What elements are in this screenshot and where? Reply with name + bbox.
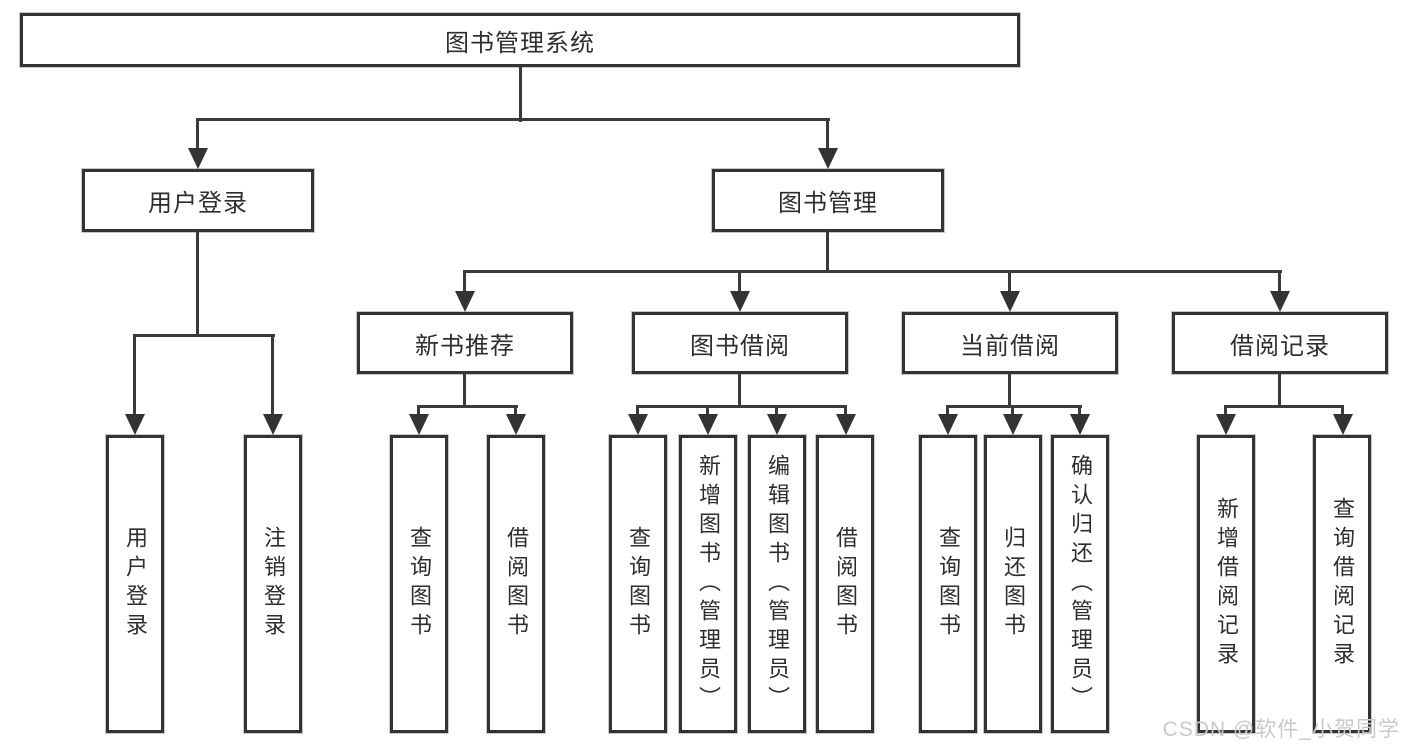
leaf-current-confirm-return-admin: 确认归还（管理员） [1051,435,1109,733]
arrow-down-icon [836,414,856,435]
connector [1008,373,1011,408]
arrow-down-icon [506,414,526,435]
connector [844,405,847,417]
connector [417,405,420,417]
connector [514,405,517,417]
connector [636,405,847,408]
connector [1278,270,1281,294]
node-new-book-recommend-label: 新书推荐 [415,332,515,360]
leaf-current-return-books-label: 归还图书 [1001,526,1026,642]
node-book-management: 图书管理 [712,169,944,232]
connector [1078,405,1081,417]
connector [826,231,829,273]
node-book-borrow-label: 图书借阅 [690,332,790,360]
node-root-label: 图书管理系统 [445,29,595,57]
connector [775,405,778,417]
node-new-book-recommend: 新书推荐 [357,312,573,374]
leaf-newbook-query-books: 查询图书 [390,435,448,733]
leaf-borrow-query-books: 查询图书 [609,435,667,733]
connector [1278,373,1281,408]
leaf-current-query-books: 查询图书 [919,435,977,733]
connector [463,270,1282,273]
connector [196,118,830,121]
leaf-borrow-edit-books-admin-label: 编辑图书（管理员） [765,453,790,715]
leaf-current-query-books-label: 查询图书 [936,526,961,642]
leaf-user-login: 用户登录 [106,435,164,733]
arrow-down-icon [455,291,475,312]
connector [1008,270,1011,294]
arrow-down-icon [188,148,208,169]
leaf-borrow-add-books-admin-label: 新增图书（管理员） [696,453,721,715]
connector [738,373,741,408]
leaf-logout: 注销登录 [244,435,302,733]
connector [519,67,522,122]
arrow-down-icon [698,414,718,435]
node-book-management-label: 图书管理 [778,190,878,217]
connector [738,270,741,294]
arrow-down-icon [263,414,283,435]
csdn-watermark: CSDN @软件_小贺同学 [1162,718,1400,741]
connector [463,270,466,294]
node-root: 图书管理系统 [20,13,1020,67]
connector [946,405,1082,408]
connector [271,334,274,416]
leaf-records-query-record-label: 查询借阅记录 [1330,497,1355,671]
arrow-down-icon [1216,414,1236,435]
arrow-down-icon [730,291,750,312]
connector [463,373,466,408]
node-book-borrow: 图书借阅 [632,312,848,374]
connector [133,334,136,416]
leaf-current-confirm-return-admin-label: 确认归还（管理员） [1068,453,1093,715]
connector [946,405,949,417]
arrow-down-icon [125,414,145,435]
leaf-newbook-borrow-books: 借阅图书 [487,435,545,733]
leaf-records-add-record: 新增借阅记录 [1197,435,1255,733]
leaf-newbook-query-books-label: 查询图书 [407,526,432,642]
arrow-down-icon [767,414,787,435]
connector [1224,405,1344,408]
connector [196,118,199,152]
connector [1224,405,1227,417]
connector [417,405,518,408]
connector [706,405,709,417]
arrow-down-icon [938,414,958,435]
leaf-borrow-edit-books-admin: 编辑图书（管理员） [748,435,806,733]
leaf-records-add-record-label: 新增借阅记录 [1214,497,1239,671]
arrow-down-icon [1000,291,1020,312]
leaf-borrow-add-books-admin: 新增图书（管理员） [679,435,737,733]
node-current-borrow-label: 当前借阅 [960,332,1060,360]
arrow-down-icon [409,414,429,435]
arrow-down-icon [818,148,838,169]
node-borrow-records: 借阅记录 [1172,312,1388,374]
leaf-current-return-books: 归还图书 [984,435,1042,733]
node-user-login: 用户登录 [82,169,314,232]
connector [1341,405,1344,417]
node-borrow-records-label: 借阅记录 [1230,332,1330,360]
connector [826,118,829,152]
arrow-down-icon [1070,414,1090,435]
leaf-user-login-label: 用户登录 [123,526,148,642]
arrow-down-icon [628,414,648,435]
arrow-down-icon [1003,414,1023,435]
leaf-logout-label: 注销登录 [261,526,286,642]
connector [636,405,639,417]
leaf-records-query-record: 查询借阅记录 [1313,435,1371,733]
node-user-login-label: 用户登录 [148,190,248,217]
connector [196,231,199,337]
connector [1011,405,1014,417]
arrow-down-icon [1270,291,1290,312]
leaf-borrow-query-books-label: 查询图书 [626,526,651,642]
leaf-newbook-borrow-books-label: 借阅图书 [504,526,529,642]
node-current-borrow: 当前借阅 [902,312,1118,374]
arrow-down-icon [1333,414,1353,435]
leaf-borrow-borrow-books: 借阅图书 [816,435,874,733]
leaf-borrow-borrow-books-label: 借阅图书 [833,526,858,642]
connector [133,334,275,337]
